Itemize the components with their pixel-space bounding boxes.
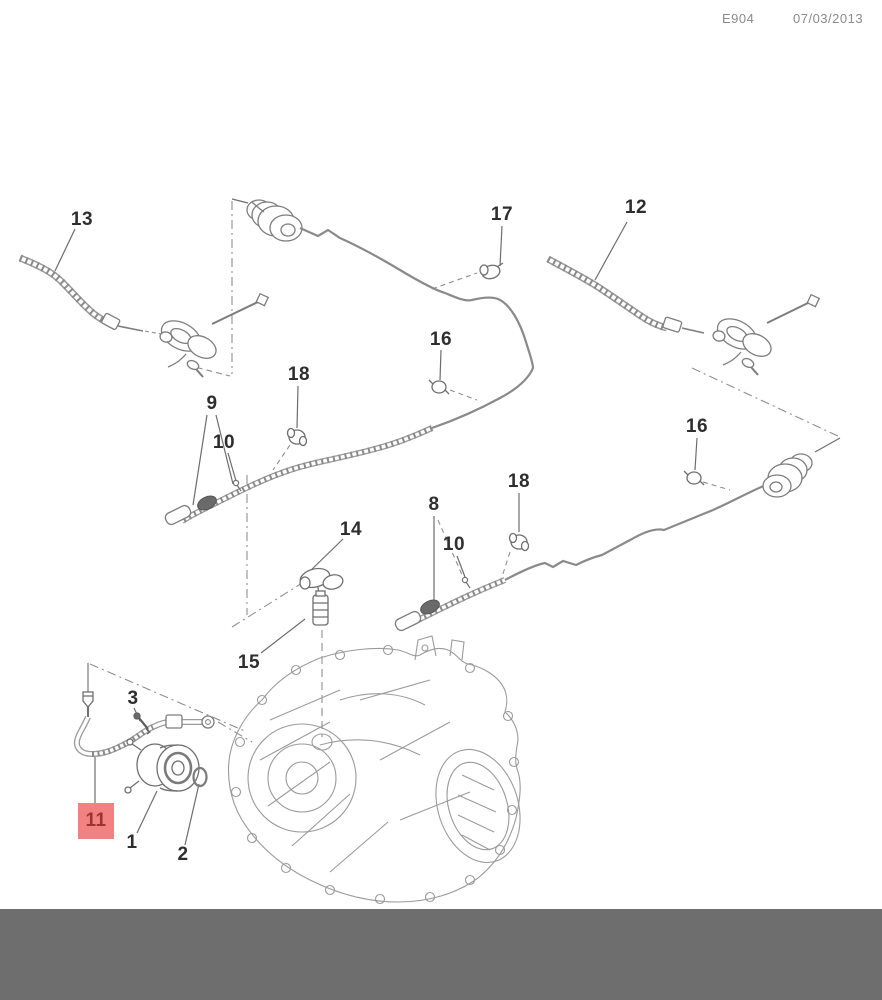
clip-16-left [428, 379, 450, 395]
clip-18-left [286, 427, 308, 447]
callout-11-highlighted: 11 [78, 803, 114, 839]
callout-16b: 16 [685, 416, 709, 437]
hose-11 [73, 714, 215, 758]
grommet-top [246, 199, 303, 242]
pipe-right-assembly [394, 482, 769, 632]
callout-18a: 18 [287, 364, 311, 385]
callout-10b: 10 [442, 534, 466, 555]
callout-10a: 10 [212, 432, 236, 453]
callout-12: 12 [624, 197, 648, 218]
clip-18-right [508, 532, 530, 552]
callout-8: 8 [428, 494, 440, 515]
callout-2: 2 [177, 844, 189, 865]
leader-lines [54, 198, 841, 846]
callout-1: 1 [126, 832, 138, 853]
hose-13 [18, 254, 144, 332]
hose-12 [546, 255, 705, 334]
callout-17: 17 [490, 204, 514, 225]
master-cylinder-left [159, 292, 270, 378]
callout-18b: 18 [507, 471, 531, 492]
bleed-screw [82, 663, 94, 717]
callout-13: 13 [70, 209, 94, 230]
callout-14: 14 [339, 519, 363, 540]
slave-cylinder-1 [124, 738, 200, 794]
callout-3: 3 [127, 688, 139, 709]
bolt-3 [133, 712, 151, 735]
parts-diagram-drawing [18, 198, 841, 905]
footer-bar: opel - 96829731 N - 11 [0, 909, 882, 1000]
callout-9: 9 [206, 393, 218, 414]
master-cylinder-right [712, 293, 821, 376]
document-code: E904 [722, 11, 755, 26]
clip-17 [479, 262, 504, 280]
document-date: 07/03/2013 [793, 11, 864, 26]
callout-16a: 16 [429, 329, 453, 350]
screw-10-right [461, 576, 471, 589]
alignment-lines [89, 201, 841, 743]
screw-10-left [232, 479, 242, 492]
callout-15: 15 [237, 652, 261, 673]
o-ring-2 [192, 766, 208, 788]
damper-15 [312, 590, 329, 626]
pipe-left-assembly [164, 226, 535, 526]
transmission [227, 635, 521, 905]
grommet-right [762, 453, 813, 498]
bracket-14 [299, 567, 344, 596]
clip-16-right [683, 470, 705, 486]
